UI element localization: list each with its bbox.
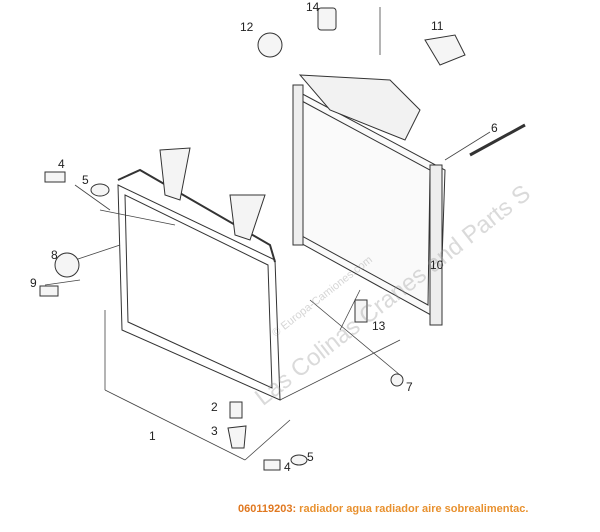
callout-13: 13: [372, 319, 386, 333]
callout-4: 4: [58, 157, 65, 171]
part-description: radiador agua radiador aire sobrealiment…: [296, 503, 529, 515]
callout-4b: 4: [284, 460, 291, 474]
part-code: 060119203:: [238, 503, 297, 515]
callout-7: 7: [406, 380, 413, 394]
callout-3: 3: [211, 424, 218, 438]
callout-12: 12: [240, 20, 254, 34]
caption: 060119203: radiador agua radiador aire s…: [238, 503, 528, 515]
small-parts: [39, 7, 526, 471]
callout-5: 5: [82, 173, 89, 187]
callout-10: 10: [430, 258, 444, 272]
water-radiator: [292, 74, 446, 326]
callout-6: 6: [491, 121, 498, 135]
charge-air-cooler: [117, 147, 281, 401]
callout-2: 2: [211, 400, 218, 414]
callout-11: 11: [431, 19, 444, 33]
leader-lines: [44, 7, 491, 461]
callout-1: 1: [149, 429, 156, 443]
callout-8: 8: [51, 248, 58, 262]
callout-5b: 5: [307, 450, 314, 464]
callout-14: 14: [306, 0, 320, 14]
callout-9: 9: [30, 276, 37, 290]
